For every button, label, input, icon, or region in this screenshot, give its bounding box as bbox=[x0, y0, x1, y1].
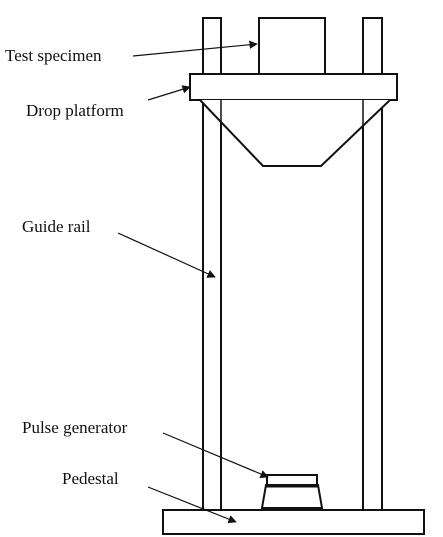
arrow-pulse-generator bbox=[162, 432, 269, 478]
label-guide-rail: Guide rail bbox=[22, 217, 91, 236]
arrow-drop-platform bbox=[147, 85, 191, 101]
pedestal bbox=[162, 509, 425, 535]
drop-platform-plate bbox=[189, 73, 398, 101]
pulse-generator-base bbox=[260, 484, 324, 509]
arrow-test-specimen bbox=[132, 40, 258, 57]
label-pedestal: Pedestal bbox=[62, 469, 119, 488]
pulse-generator-top bbox=[266, 474, 318, 486]
test-specimen bbox=[258, 17, 326, 75]
arrow-guide-rail bbox=[117, 232, 216, 278]
label-test-specimen: Test specimen bbox=[5, 46, 102, 65]
drop-platform-funnel bbox=[199, 99, 391, 167]
label-drop-platform: Drop platform bbox=[26, 101, 124, 120]
label-pulse-generator: Pulse generator bbox=[22, 418, 128, 437]
arrow-pedestal bbox=[147, 486, 237, 524]
